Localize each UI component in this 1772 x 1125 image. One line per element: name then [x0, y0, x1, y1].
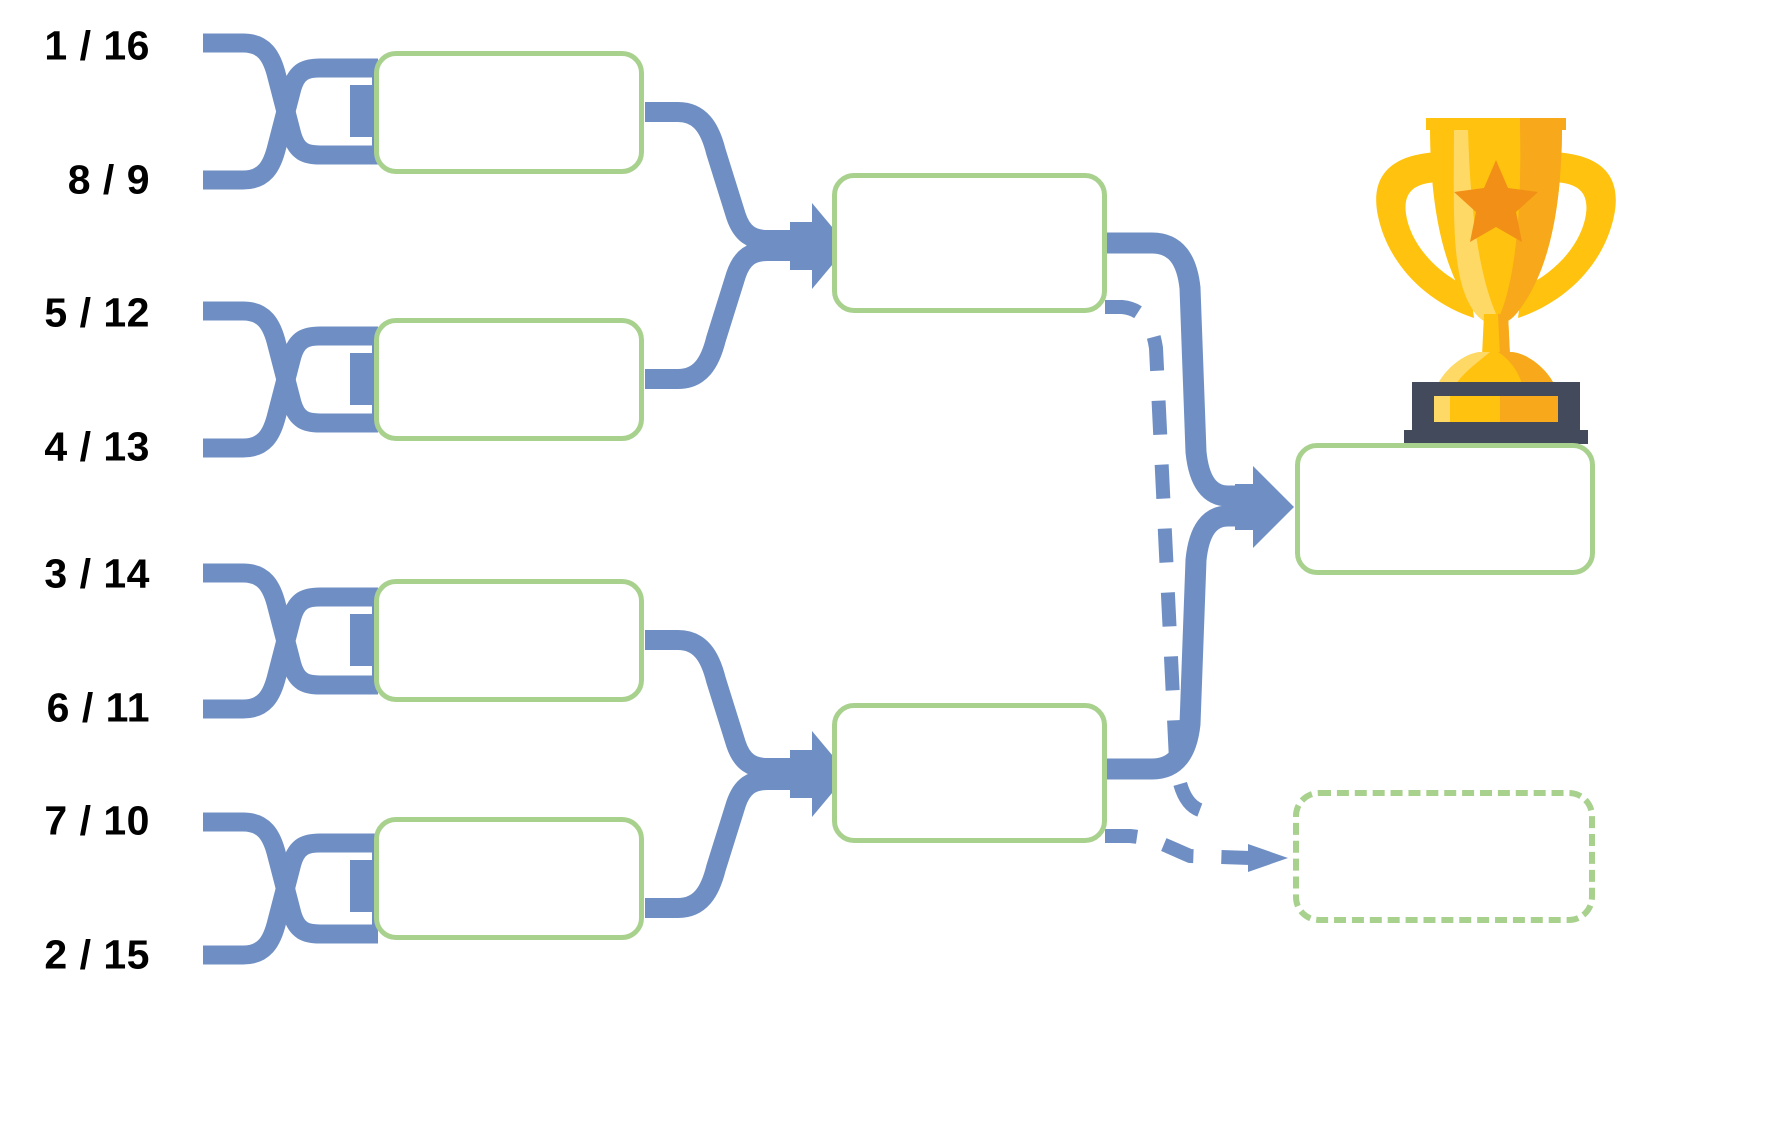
match-box-quarterfinal-3[interactable]: [374, 579, 644, 702]
trophy-icon: [1376, 118, 1616, 444]
seed-label-8: 2 / 15: [44, 931, 150, 978]
match-box-quarterfinal-2[interactable]: [374, 318, 644, 441]
match-box-semifinal-1[interactable]: [832, 173, 1107, 313]
seed-label-2: 8 / 9: [67, 156, 150, 203]
match-box-quarterfinal-2-text: [379, 323, 639, 436]
seed-label-5: 3 / 14: [44, 550, 150, 597]
seed-label-4: 4 / 13: [44, 423, 150, 470]
match-box-final[interactable]: [1295, 443, 1595, 575]
seed-label-6: 6 / 11: [46, 684, 150, 731]
match-box-semifinal-2-text: [837, 708, 1102, 838]
seed-label-3: 5 / 12: [44, 289, 150, 336]
connector-quarterfinal-pair-2: [645, 630, 848, 918]
match-box-quarterfinal-4-text: [379, 822, 639, 935]
match-box-quarterfinal-1[interactable]: [374, 51, 644, 174]
match-box-quarterfinal-3-text: [379, 584, 639, 697]
seed-label-7: 7 / 10: [44, 797, 150, 844]
match-box-semifinal-1-text: [837, 178, 1102, 308]
match-box-third-place[interactable]: [1293, 790, 1595, 923]
connector-semifinal-losers-to-third-place: [1105, 300, 1288, 872]
match-box-quarterfinal-1-text: [379, 56, 639, 169]
seed-label-1: 1 / 16: [44, 22, 150, 69]
match-box-final-text: [1300, 448, 1590, 570]
match-box-semifinal-2[interactable]: [832, 703, 1107, 843]
match-box-quarterfinal-4[interactable]: [374, 817, 644, 940]
match-box-third-place-text: [1299, 796, 1589, 917]
connector-quarterfinal-pair-1: [645, 102, 848, 389]
connector-semifinal-to-final: [1105, 232, 1294, 780]
